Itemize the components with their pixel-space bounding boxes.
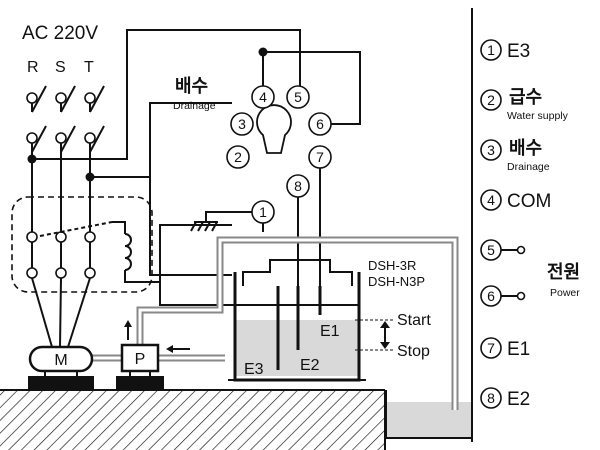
legend-item-8: 8 E2 — [480, 387, 530, 410]
legend-item-1: 1 E3 — [480, 39, 530, 62]
pin-2-icon — [226, 145, 250, 169]
tank — [228, 259, 366, 382]
probe-e2-label: E2 — [300, 357, 320, 374]
svg-text:4: 4 — [487, 192, 495, 208]
phase-s-label: S — [55, 59, 66, 76]
phase-t-label: T — [84, 59, 94, 76]
motor — [28, 345, 94, 390]
model-line-2: DSH-N3P — [368, 274, 425, 289]
pin-1-label: 1 — [259, 204, 267, 220]
motor-label: M — [54, 352, 67, 369]
pin-7-label: 7 — [316, 149, 324, 165]
probe-e1-label: E1 — [320, 323, 340, 340]
pin-3-icon — [230, 112, 254, 136]
svg-text:E3: E3 — [507, 41, 530, 62]
pin-3-label: 3 — [238, 116, 246, 132]
level-stop-label: Stop — [397, 343, 430, 360]
legend-item-3: 3 배수 Drainage — [480, 138, 550, 173]
legend-item-7: 7 E1 — [480, 337, 530, 360]
legend-item-6: 6 — [480, 285, 526, 307]
legend-item-2: 2 급수 Water supply — [480, 87, 569, 122]
contactor — [11, 196, 232, 293]
svg-text:Water supply: Water supply — [507, 110, 569, 122]
level-markers — [355, 319, 395, 351]
pipes — [90, 236, 459, 410]
legend-item-5: 5 — [480, 239, 526, 261]
level-start-label: Start — [397, 312, 431, 329]
motor-leads — [31, 277, 91, 348]
phase-wires — [27, 29, 301, 232]
drain-pit — [385, 378, 473, 439]
legend: 1 E3 2 급수 Water supply 3 배수 Drainage 4 C… — [480, 39, 580, 410]
svg-text:E2: E2 — [507, 389, 530, 410]
probe-e3-label: E3 — [244, 361, 264, 378]
pin-4-label: 4 — [259, 89, 267, 105]
supply-switches — [26, 85, 105, 153]
svg-text:E1: E1 — [507, 339, 530, 360]
drainage-label-en: Drainage — [173, 100, 216, 112]
pump-label: P — [135, 351, 146, 368]
power-label-ko: 전원 — [547, 262, 580, 282]
svg-text:2: 2 — [487, 92, 495, 108]
socket-8pin — [256, 104, 292, 154]
pump — [116, 320, 190, 390]
socket-pins: 1 2 3 4 5 6 7 8 — [226, 85, 332, 224]
pin-2-label: 2 — [234, 149, 242, 165]
drainage-label-ko: 배수 — [175, 76, 208, 96]
legend-item-4: 4 COM — [480, 189, 551, 212]
svg-text:7: 7 — [487, 340, 495, 356]
pin-5-label: 5 — [294, 89, 302, 105]
svg-text:1: 1 — [487, 42, 495, 58]
phase-r-label: R — [27, 59, 39, 76]
ground — [0, 389, 386, 450]
svg-text:8: 8 — [487, 390, 495, 406]
svg-text:급수: 급수 — [509, 87, 542, 107]
pin-6-label: 6 — [316, 116, 324, 132]
svg-text:Drainage: Drainage — [507, 161, 550, 173]
svg-text:6: 6 — [487, 288, 495, 304]
model-line-1: DSH-3R — [368, 258, 416, 273]
supply-title: AC 220V — [22, 23, 98, 44]
power-label-en: Power — [550, 287, 580, 299]
svg-text:COM: COM — [507, 191, 551, 212]
svg-text:3: 3 — [487, 142, 495, 158]
svg-text:배수: 배수 — [509, 138, 542, 158]
svg-text:5: 5 — [487, 242, 495, 258]
pin-5-icon — [286, 85, 310, 109]
pin-8-label: 8 — [294, 178, 302, 194]
